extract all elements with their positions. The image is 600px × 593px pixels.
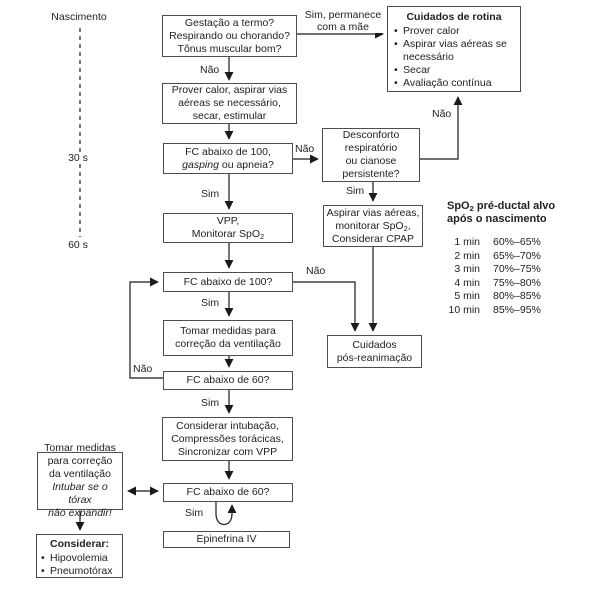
edge-label-sim-desconforto: Sim: [345, 185, 366, 197]
box-tomar-medidas-intubar: Tomar medidas para correção da ventilaçã…: [37, 442, 123, 519]
box-considerar-intubacao: Considerar intubação, Compressões toráci…: [162, 417, 293, 461]
edge-label-sim-fc60b: Sim: [184, 507, 205, 519]
timeline-label-30s: 30 s: [58, 152, 98, 164]
box-triagem-nascimento: Gestação a termo? Respirando ou chorando…: [162, 15, 297, 57]
edge-label-nao-fc100g: Não: [294, 143, 316, 155]
timeline-label-60s: 60 s: [58, 239, 98, 251]
edge-label-sim-fc60a: Sim: [200, 397, 221, 409]
bullet-glyph: •: [41, 552, 45, 564]
box-epinefrina-iv: Epinefrina IV: [163, 531, 290, 548]
rotina-title: Cuidados de rotina: [406, 11, 502, 23]
edge-label-sim-fc100: Sim: [200, 297, 221, 309]
intubar-italic-line1: Intubar se o tórax: [52, 481, 108, 506]
edge-label-nao-desconforto: Não: [431, 108, 453, 120]
spo2-target-table: SpO2 pré-ductal alvo após o nascimento 1…: [447, 200, 555, 317]
edge-label-sim-fc100g: Sim: [200, 188, 221, 200]
box-vpp-monitorar-spo2: VPP, Monitorar SpO2: [163, 213, 293, 243]
triagem-line1: Gestação a termo?: [184, 16, 275, 29]
intubar-italic-line2: não expandir!: [48, 507, 112, 519]
box-fc-100-gasping: FC abaixo de 100, gasping ou apneia?: [163, 143, 293, 174]
bullet-glyph: •: [394, 38, 398, 50]
table-row: 3 min 70%–75%: [454, 263, 541, 275]
considerar-bullet-list: • Hipovolemia • Pneumotórax: [39, 552, 120, 578]
table-row: 2 min 65%–70%: [454, 249, 541, 262]
box-cuidados-pos-reanimacao: Cuidados pós-reanimação: [327, 335, 422, 368]
edge-fc60a-fc100-loop: [129, 277, 163, 379]
box-prover-calor: Prover calor, aspirar vias aéreas se nec…: [162, 83, 297, 124]
spo2-subscript: 2: [260, 232, 265, 241]
edge-fc100-pos: [293, 281, 360, 332]
table-row: 5 min 80%–85%: [454, 290, 541, 302]
edge-label-nao-fc60a: Não: [132, 363, 154, 375]
gasping-italic: gasping: [182, 158, 219, 171]
box-fc-abaixo-60-segundo: FC abaixo de 60?: [163, 483, 293, 502]
box-considerar-hipovolemia: Considerar: • Hipovolemia • Pneumotórax: [36, 534, 123, 578]
box-fc-abaixo-100: FC abaixo de 100?: [163, 272, 293, 292]
rotina-bullet-3: • Secar: [394, 64, 431, 76]
box-aspirar-cpap: Aspirar vias aéreas, monitorar SpO2, Con…: [323, 205, 423, 247]
spo2-table-rows: 1 min 60%–65% 2 min 65%–70% 3 min 70%–75…: [447, 236, 555, 317]
edge-label-nao-fc100: Não: [305, 265, 327, 277]
table-row: 10 min 85%–95%: [448, 303, 541, 316]
bullet-glyph: •: [394, 25, 398, 37]
considerar-bullet-1: • Hipovolemia: [41, 552, 108, 564]
table-row: 4 min 75%–80%: [454, 276, 541, 289]
considerar-title: Considerar:: [50, 538, 109, 550]
bullet-glyph: •: [41, 565, 45, 577]
spo2-table-title-line2: após o nascimento: [447, 213, 547, 225]
rotina-bullet-4: • Avaliação contínua: [394, 77, 492, 89]
bullet-glyph: •: [394, 77, 398, 89]
triagem-line3: Tônus muscular bom?: [177, 42, 282, 55]
considerar-bullet-2: • Pneumotórax: [41, 565, 113, 577]
table-row: 1 min 60%–65%: [454, 236, 541, 248]
rotina-bullet-list: • Prover calor • Aspirar vias aéreas se …: [390, 25, 518, 90]
spo2-table-title-line1: SpO2 pré-ductal alvo: [447, 200, 556, 213]
box-tomar-medidas-ventilacao: Tomar medidas para correção da ventilaçã…: [163, 320, 293, 356]
bullet-glyph: •: [394, 64, 398, 76]
edge-label-nao-triagem: Não: [199, 64, 221, 76]
spo2-subscript: 2: [403, 223, 408, 233]
edge-desconforto-rotina: [420, 96, 463, 160]
rotina-bullet-2: • Aspirar vias aéreas se necessário: [394, 38, 507, 63]
edge-fc60b-epinefrina-loop: [215, 502, 237, 526]
rotina-bullet-1: • Prover calor: [394, 25, 460, 37]
timeline-label-birth: Nascimento: [40, 11, 118, 23]
box-fc-abaixo-60-primeiro: FC abaixo de 60?: [163, 371, 293, 390]
box-desconforto-respiratorio: Desconforto respiratório ou cianose pers…: [322, 128, 420, 182]
box-cuidados-de-rotina: Cuidados de rotina • Prover calor • Aspi…: [387, 6, 521, 92]
triagem-line2: Respirando ou chorando?: [169, 29, 290, 42]
spo2-subscript: 2: [469, 204, 474, 213]
edge-label-sim-permanece: Sim, permanece com a mãe: [299, 9, 387, 33]
